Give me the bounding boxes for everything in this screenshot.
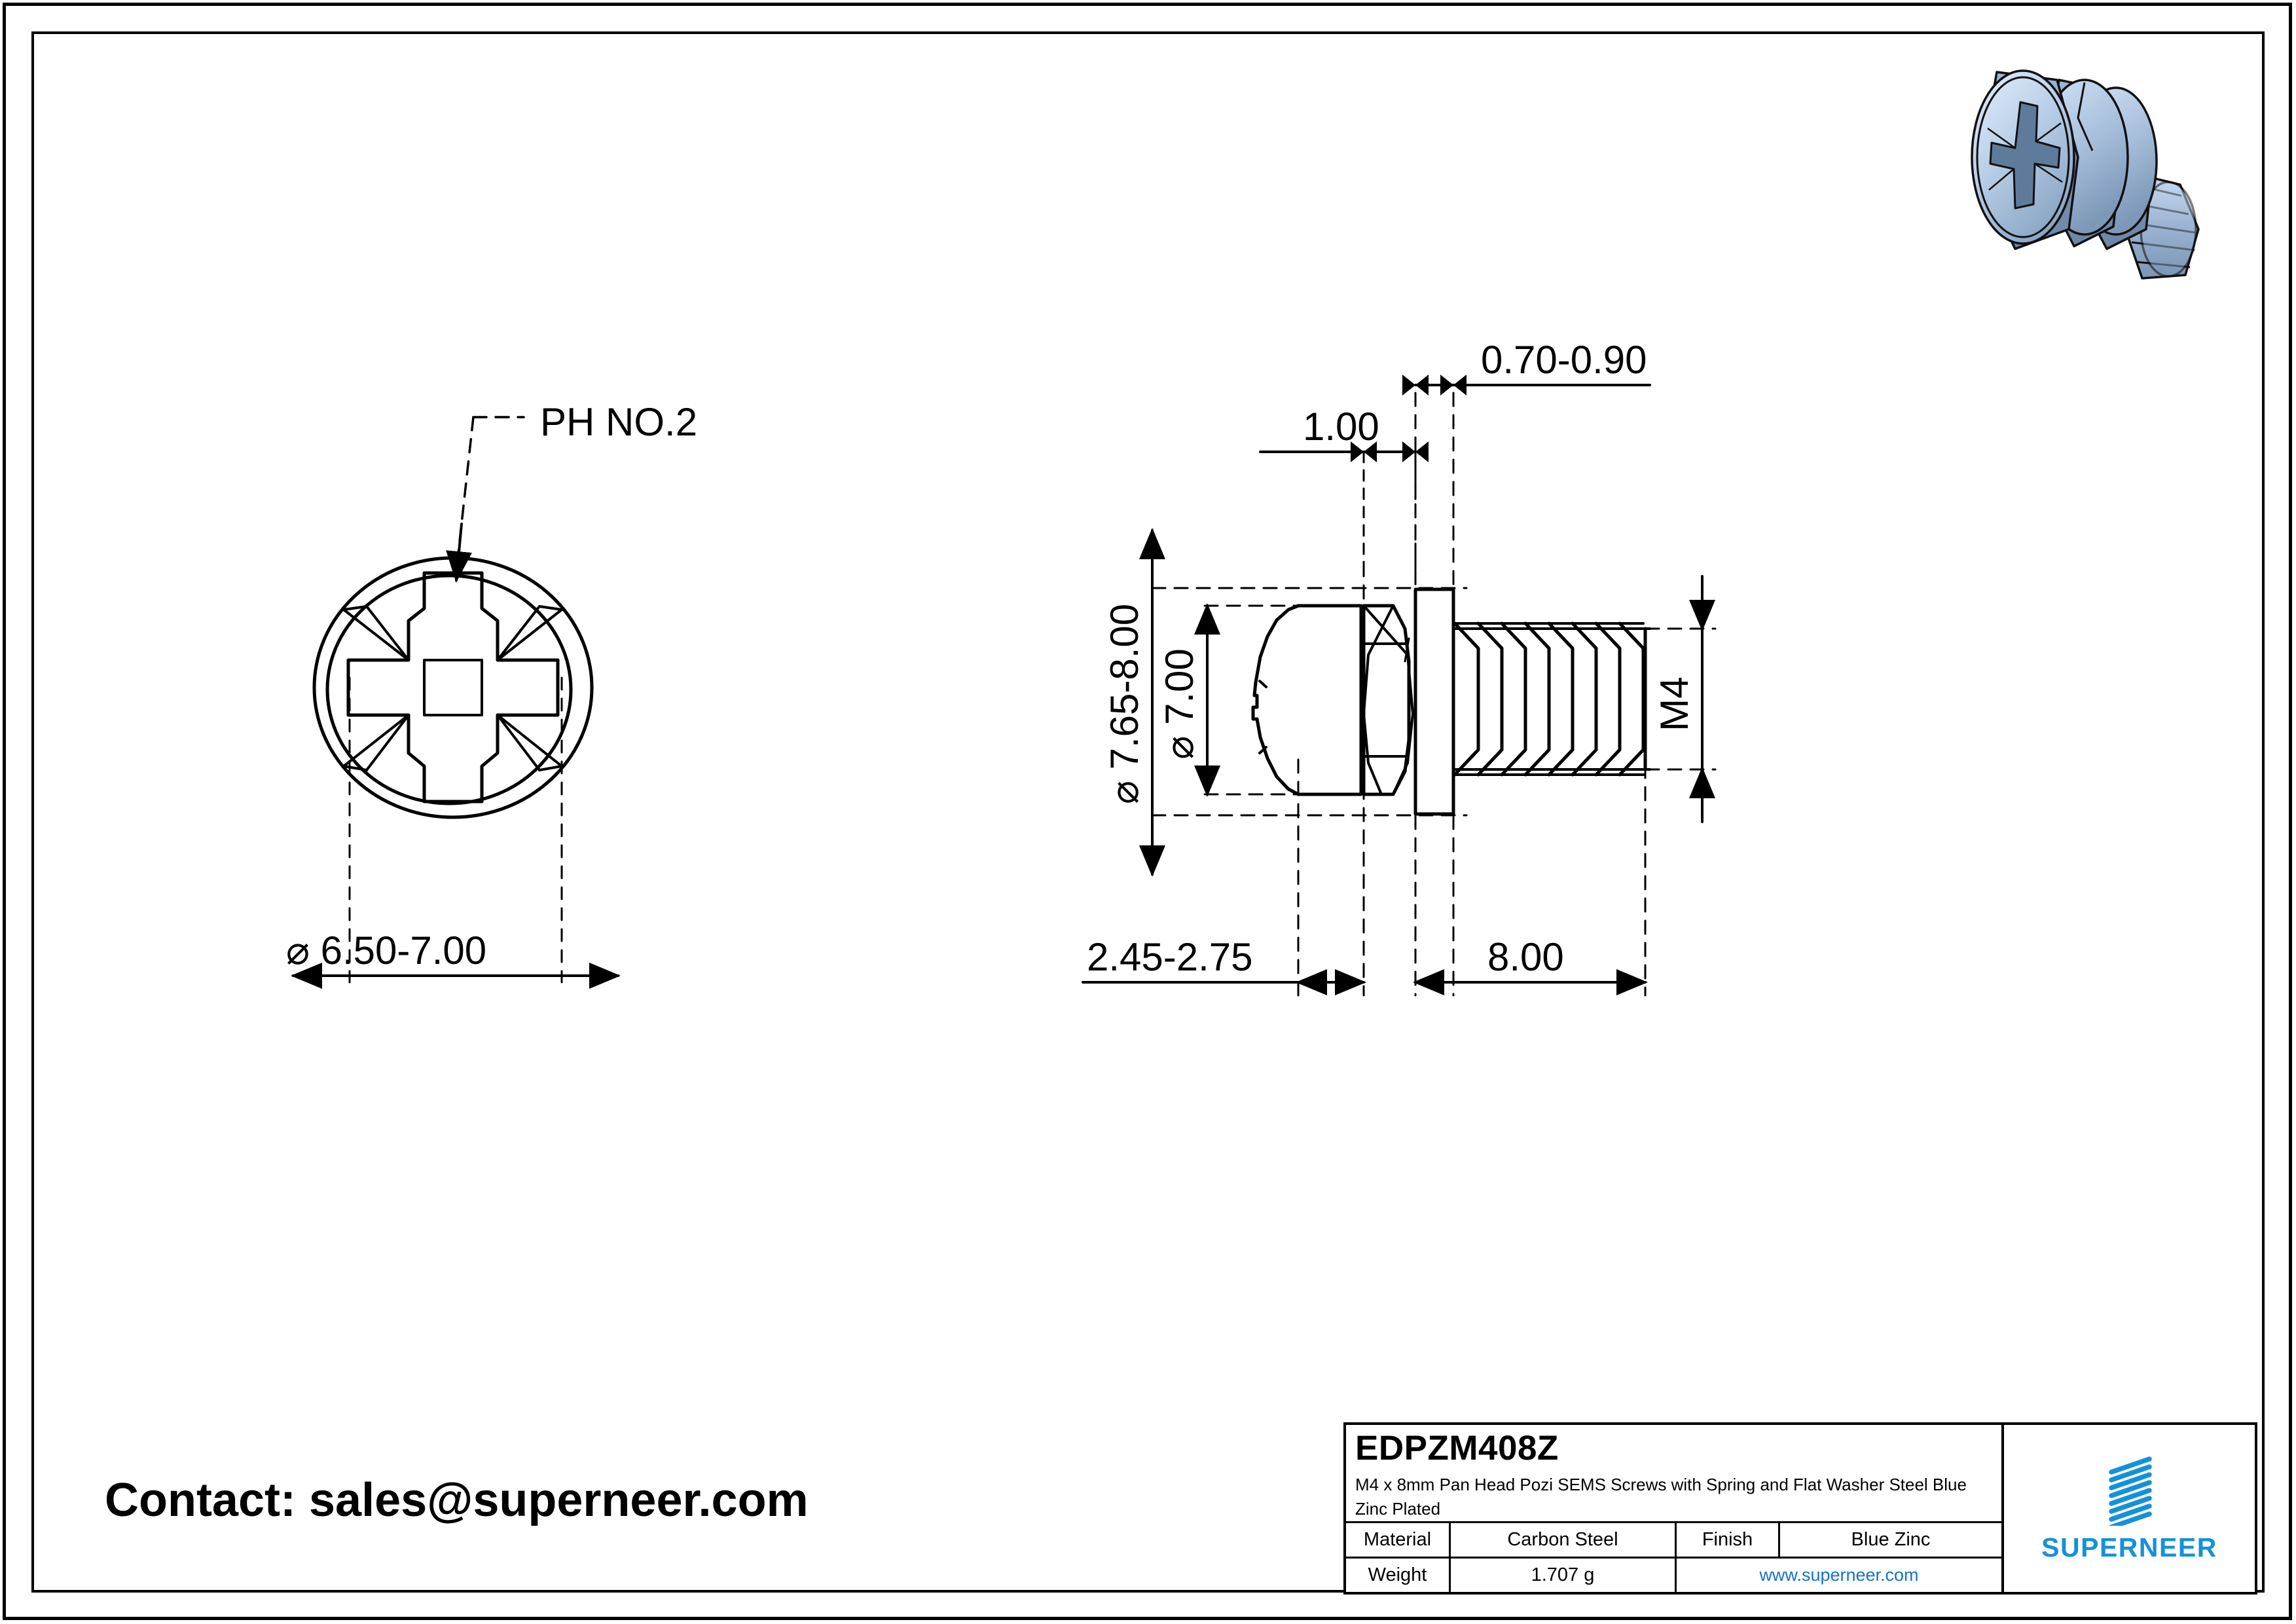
title-block: EDPZM408Z M4 x 8mm Pan Head Pozi SEMS Sc… — [1343, 1422, 2257, 1595]
website-link[interactable]: www.superneer.com — [1759, 1565, 1919, 1585]
drive-callout-text: PH NO.2 — [540, 400, 697, 444]
brand-logo-block: SUPERNEER — [2004, 1425, 2255, 1592]
product-3d-render — [1971, 69, 2200, 280]
material-value: Carbon Steel — [1451, 1523, 1677, 1557]
front-view-extension-lines — [348, 676, 563, 984]
weight-label: Weight — [1346, 1559, 1451, 1592]
spring-washer-thickness-text: 1.00 — [1303, 405, 1379, 449]
thread-size-text: M4 — [1652, 676, 1696, 731]
website-cell[interactable]: www.superneer.com — [1677, 1559, 2001, 1592]
contact-line: Contact: sales@superneer.com — [105, 1474, 809, 1526]
title-block-description-cell: EDPZM408Z M4 x 8mm Pan Head Pozi SEMS Sc… — [1346, 1425, 2001, 1523]
side-view-extension-lines — [1151, 392, 1717, 997]
part-description: M4 x 8mm Pan Head Pozi SEMS Screws with … — [1355, 1474, 1967, 1519]
brand-wordmark: SUPERNEER — [2041, 1532, 2217, 1562]
front-view-geometry — [312, 556, 594, 819]
material-label: Material — [1346, 1523, 1451, 1557]
thread-profile — [1453, 621, 1645, 777]
head-height-text: 2.45-2.75 — [1087, 935, 1253, 979]
sheet-outer-border — [3, 3, 2292, 1620]
thread-length-text: 8.00 — [1487, 935, 1564, 979]
finish-value: Blue Zinc — [1851, 1529, 1931, 1550]
superneer-mark-icon — [2108, 1456, 2152, 1526]
title-block-row-weight: Weight 1.707 g www.superneer.com — [1346, 1559, 2001, 1592]
title-block-row-material: Material Carbon Steel Finish Blue Zinc — [1346, 1523, 2001, 1559]
finish-label: Finish — [1677, 1523, 1780, 1557]
weight-value: 1.707 g — [1451, 1559, 1677, 1592]
sheet-inner-border — [31, 31, 2265, 1593]
flat-washer-thickness-text: 0.70-0.90 — [1481, 338, 1647, 382]
flat-washer-diameter-text: ⌀ 7.65-8.00 — [1102, 604, 1146, 804]
drive-callout-leader — [455, 416, 525, 572]
part-number: EDPZM408Z — [1355, 1429, 1559, 1467]
head-diameter-text: ⌀ 7.00 — [1157, 648, 1201, 760]
front-head-diameter-text: ⌀ 6.50-7.00 — [286, 929, 486, 972]
title-block-left: EDPZM408Z M4 x 8mm Pan Head Pozi SEMS Sc… — [1346, 1425, 2004, 1592]
render-pozi-recess — [1987, 101, 2063, 210]
drive-callout-arrow — [446, 523, 472, 583]
